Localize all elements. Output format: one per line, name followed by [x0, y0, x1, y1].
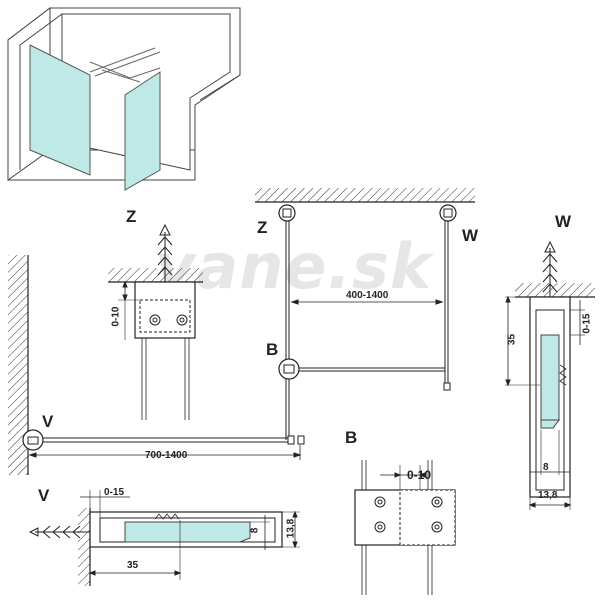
label-v-plan: V: [42, 412, 54, 431]
detail-v: [28, 490, 300, 586]
glass-panel-left: [29, 44, 91, 176]
label-w-detail: W: [555, 212, 572, 231]
dim-width-bottom: 700-1400: [145, 450, 188, 461]
label-b-plan: B: [266, 340, 279, 359]
plan-view: [255, 188, 475, 440]
label-z-detail: Z: [126, 207, 137, 226]
detail-z: [108, 223, 203, 420]
label-w-plan: W: [462, 226, 479, 245]
dim-z-offset: 0-10: [110, 306, 122, 327]
dim-w-profile: 13,8: [538, 490, 558, 501]
label-v-detail: V: [38, 486, 50, 505]
dim-width-top: 400-1400: [346, 290, 389, 301]
left-wall-plan: [8, 255, 305, 475]
dim-w-depth: 35: [506, 333, 518, 346]
label-z-plan: Z: [257, 218, 268, 237]
dim-b-offset: 0-10: [407, 468, 432, 482]
dim-v-profile: 13,8: [285, 518, 297, 539]
dim-v-glass: 8: [249, 527, 261, 534]
dim-v-offset: 0-15: [104, 487, 125, 498]
dim-w-offset: 0-15: [581, 313, 593, 334]
label-b-detail: B: [345, 428, 358, 447]
glass-panel-right: [124, 71, 161, 191]
detail-w: [505, 240, 595, 510]
dim-v-depth: 35: [127, 560, 139, 571]
detail-b: [354, 460, 456, 595]
dim-w-glass: 8: [543, 462, 549, 473]
isometric-view: [7, 6, 241, 191]
